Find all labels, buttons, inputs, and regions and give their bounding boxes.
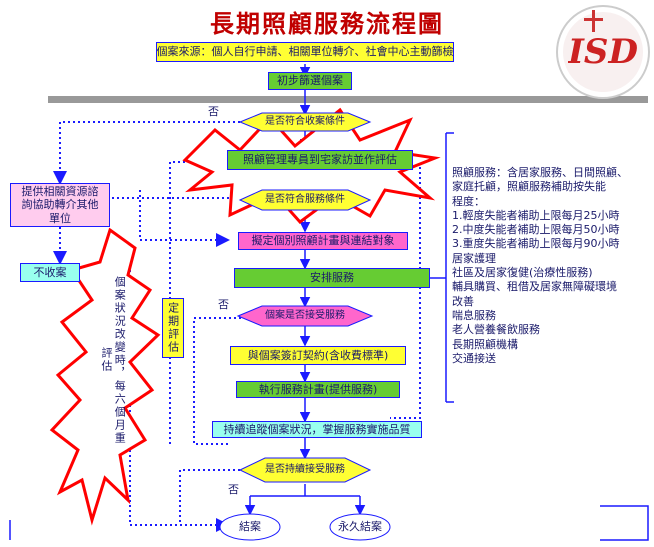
services-list: 照顧服務：含居家服務、日間照顧、 家庭托顧，照顧服務補助按失能 程度： 1.輕度…	[452, 166, 648, 365]
referral-box: 個案來源：個人自行申請、相關單位轉介、社會中心主動篩檢	[156, 42, 454, 62]
service-item: 輔具購買、租借及居家無障礙環境	[452, 280, 617, 294]
reevaluate-text: 個案狀況改變時，每六個月重評估	[100, 275, 127, 445]
assess-box: 照顧管理專員到宅家訪並作評估	[227, 150, 413, 170]
implement-box: 執行服務計畫(提供服務)	[236, 381, 400, 398]
plan-ok-diamond	[238, 189, 372, 211]
page-title: 長期照顧服務流程圖	[210, 9, 444, 38]
starburst-highlight-2	[49, 227, 161, 526]
service-item: 照顧服務：含居家服務、日間照顧、	[452, 166, 628, 179]
followup-box: 持續追蹤個案狀況，掌握服務實施品質	[212, 421, 422, 438]
long-term-ellipse	[329, 513, 391, 541]
no-case-box: 不收案	[20, 263, 80, 282]
eligible-diamond	[238, 112, 372, 132]
close-case-ellipse	[219, 513, 281, 541]
service-item: 喘息服務	[452, 308, 496, 322]
continue-diamond	[238, 457, 372, 483]
corner-lines	[9, 505, 649, 541]
service-item: 程度：	[452, 194, 485, 208]
service-item: 1.輕度失能者補助上限每月25小時	[452, 208, 620, 222]
main-flow-arrows	[244, 64, 454, 516]
reassess-box: 定期評估	[162, 298, 184, 358]
service-item: 改善	[452, 294, 474, 308]
long-term-label: 永久結案	[338, 520, 382, 534]
close-case-label: 結案	[239, 520, 261, 534]
care-plan-box: 擬定個別照顧計畫與連結對象	[238, 232, 408, 250]
no-label-2: 否	[218, 298, 229, 311]
service-item: 2.中度失能者補助上限每月50小時	[452, 223, 620, 237]
accept-diamond	[236, 305, 374, 327]
logo-text: ISD	[568, 31, 638, 72]
plan-ok-label: 是否符合服務條件	[265, 194, 345, 205]
no-label-1: 否	[208, 105, 219, 118]
accept-label: 個案是否接受服務	[265, 310, 345, 321]
service-item: 社區及居家復健(治療性服務)	[452, 266, 593, 280]
separator-band	[48, 96, 648, 103]
continue-label: 是否持續接受服務	[265, 464, 345, 475]
service-item: 長期照顧機構	[452, 337, 518, 351]
no-label-3: 否	[228, 483, 239, 496]
refer-other-box: 提供相關資源諮詢協助轉介其他單位	[10, 183, 110, 227]
service-item: 3.重度失能者補助上限每月90小時	[452, 237, 620, 251]
contract-box: 與個案簽訂契約(含收費標準)	[230, 346, 406, 365]
visit-box: 初步篩選個案	[268, 72, 352, 90]
service-item: 老人營養餐飲服務	[452, 323, 540, 337]
service-item: 居家護理	[452, 251, 496, 265]
arrange-box: 安排服務	[234, 268, 430, 288]
eligible-label: 是否符合收案條件	[265, 116, 345, 127]
service-item: 交通接送	[452, 351, 496, 365]
service-item: 家庭托顧，照顧服務補助按失能	[452, 180, 606, 194]
isd-logo	[556, 5, 650, 99]
